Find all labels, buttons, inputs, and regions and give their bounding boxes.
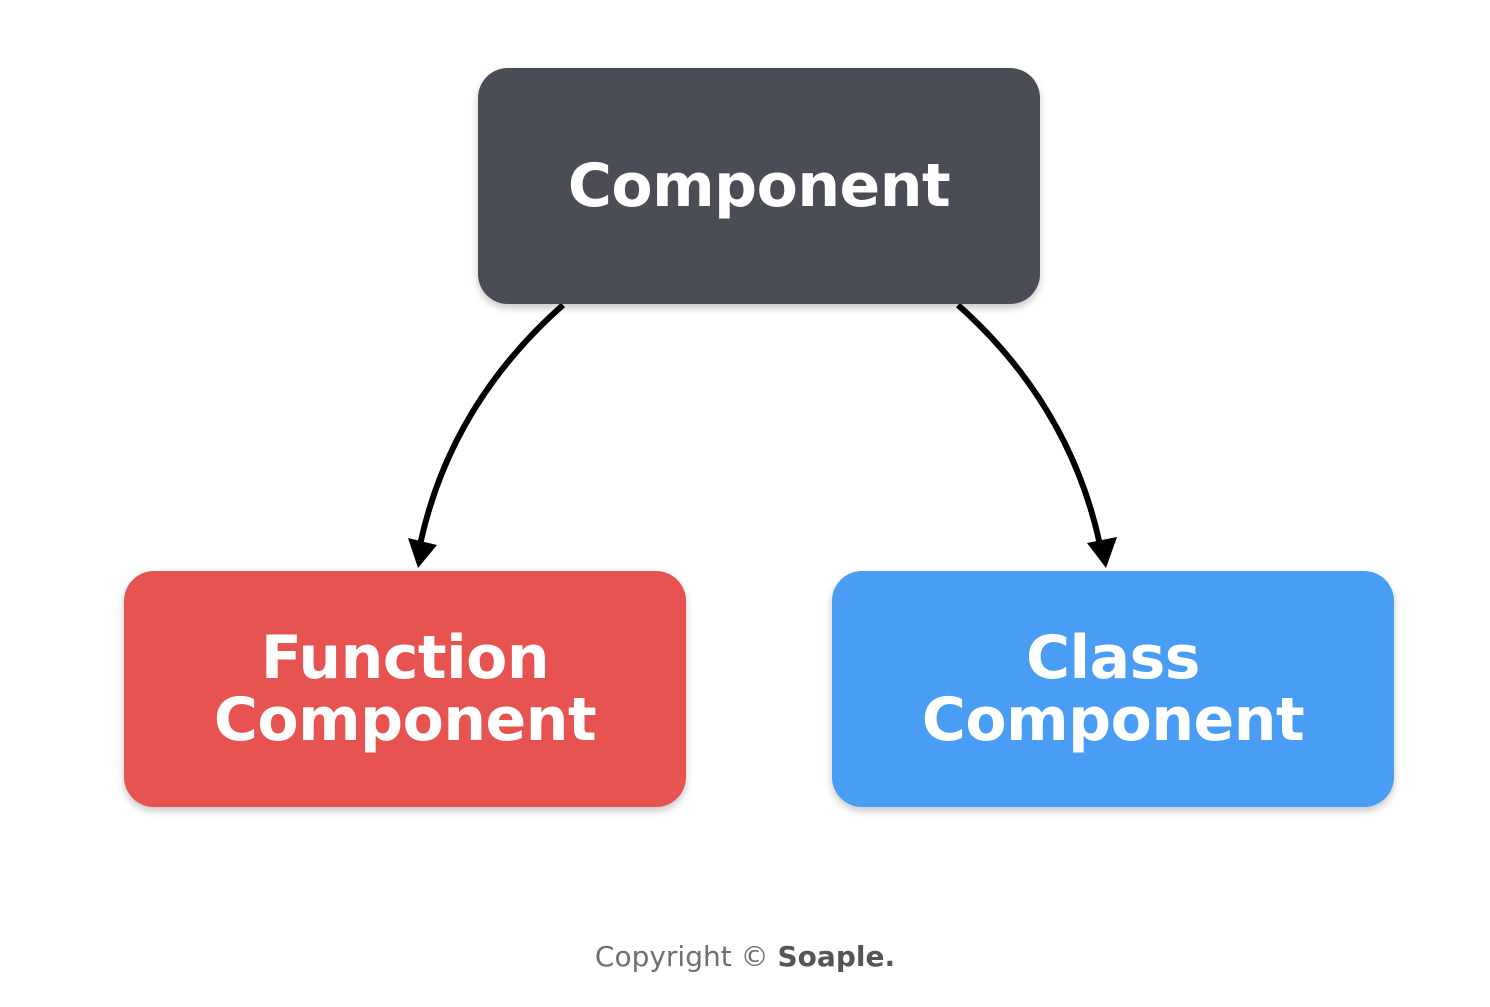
- arrowhead-class: [1087, 537, 1117, 568]
- class-component-node: Class Component: [832, 571, 1394, 807]
- function-component-label-line-2: Component: [213, 685, 597, 755]
- copyright-footer: Copyright © Soaple.: [0, 940, 1490, 973]
- class-component-label-line-1: Class: [1025, 623, 1201, 693]
- edge-root-to-class: [956, 302, 1103, 546]
- function-component-label-line-1: Function: [260, 623, 550, 693]
- component-node: Component: [478, 68, 1040, 304]
- edge-root-to-function: [417, 302, 565, 546]
- component-node-label: Component: [567, 151, 951, 221]
- class-component-label-line-2: Component: [921, 685, 1305, 755]
- arrowhead-function: [408, 538, 437, 568]
- brand-name: Soaple.: [777, 940, 896, 973]
- copyright-text: Copyright ©: [594, 940, 769, 973]
- function-component-node: Function Component: [124, 571, 686, 807]
